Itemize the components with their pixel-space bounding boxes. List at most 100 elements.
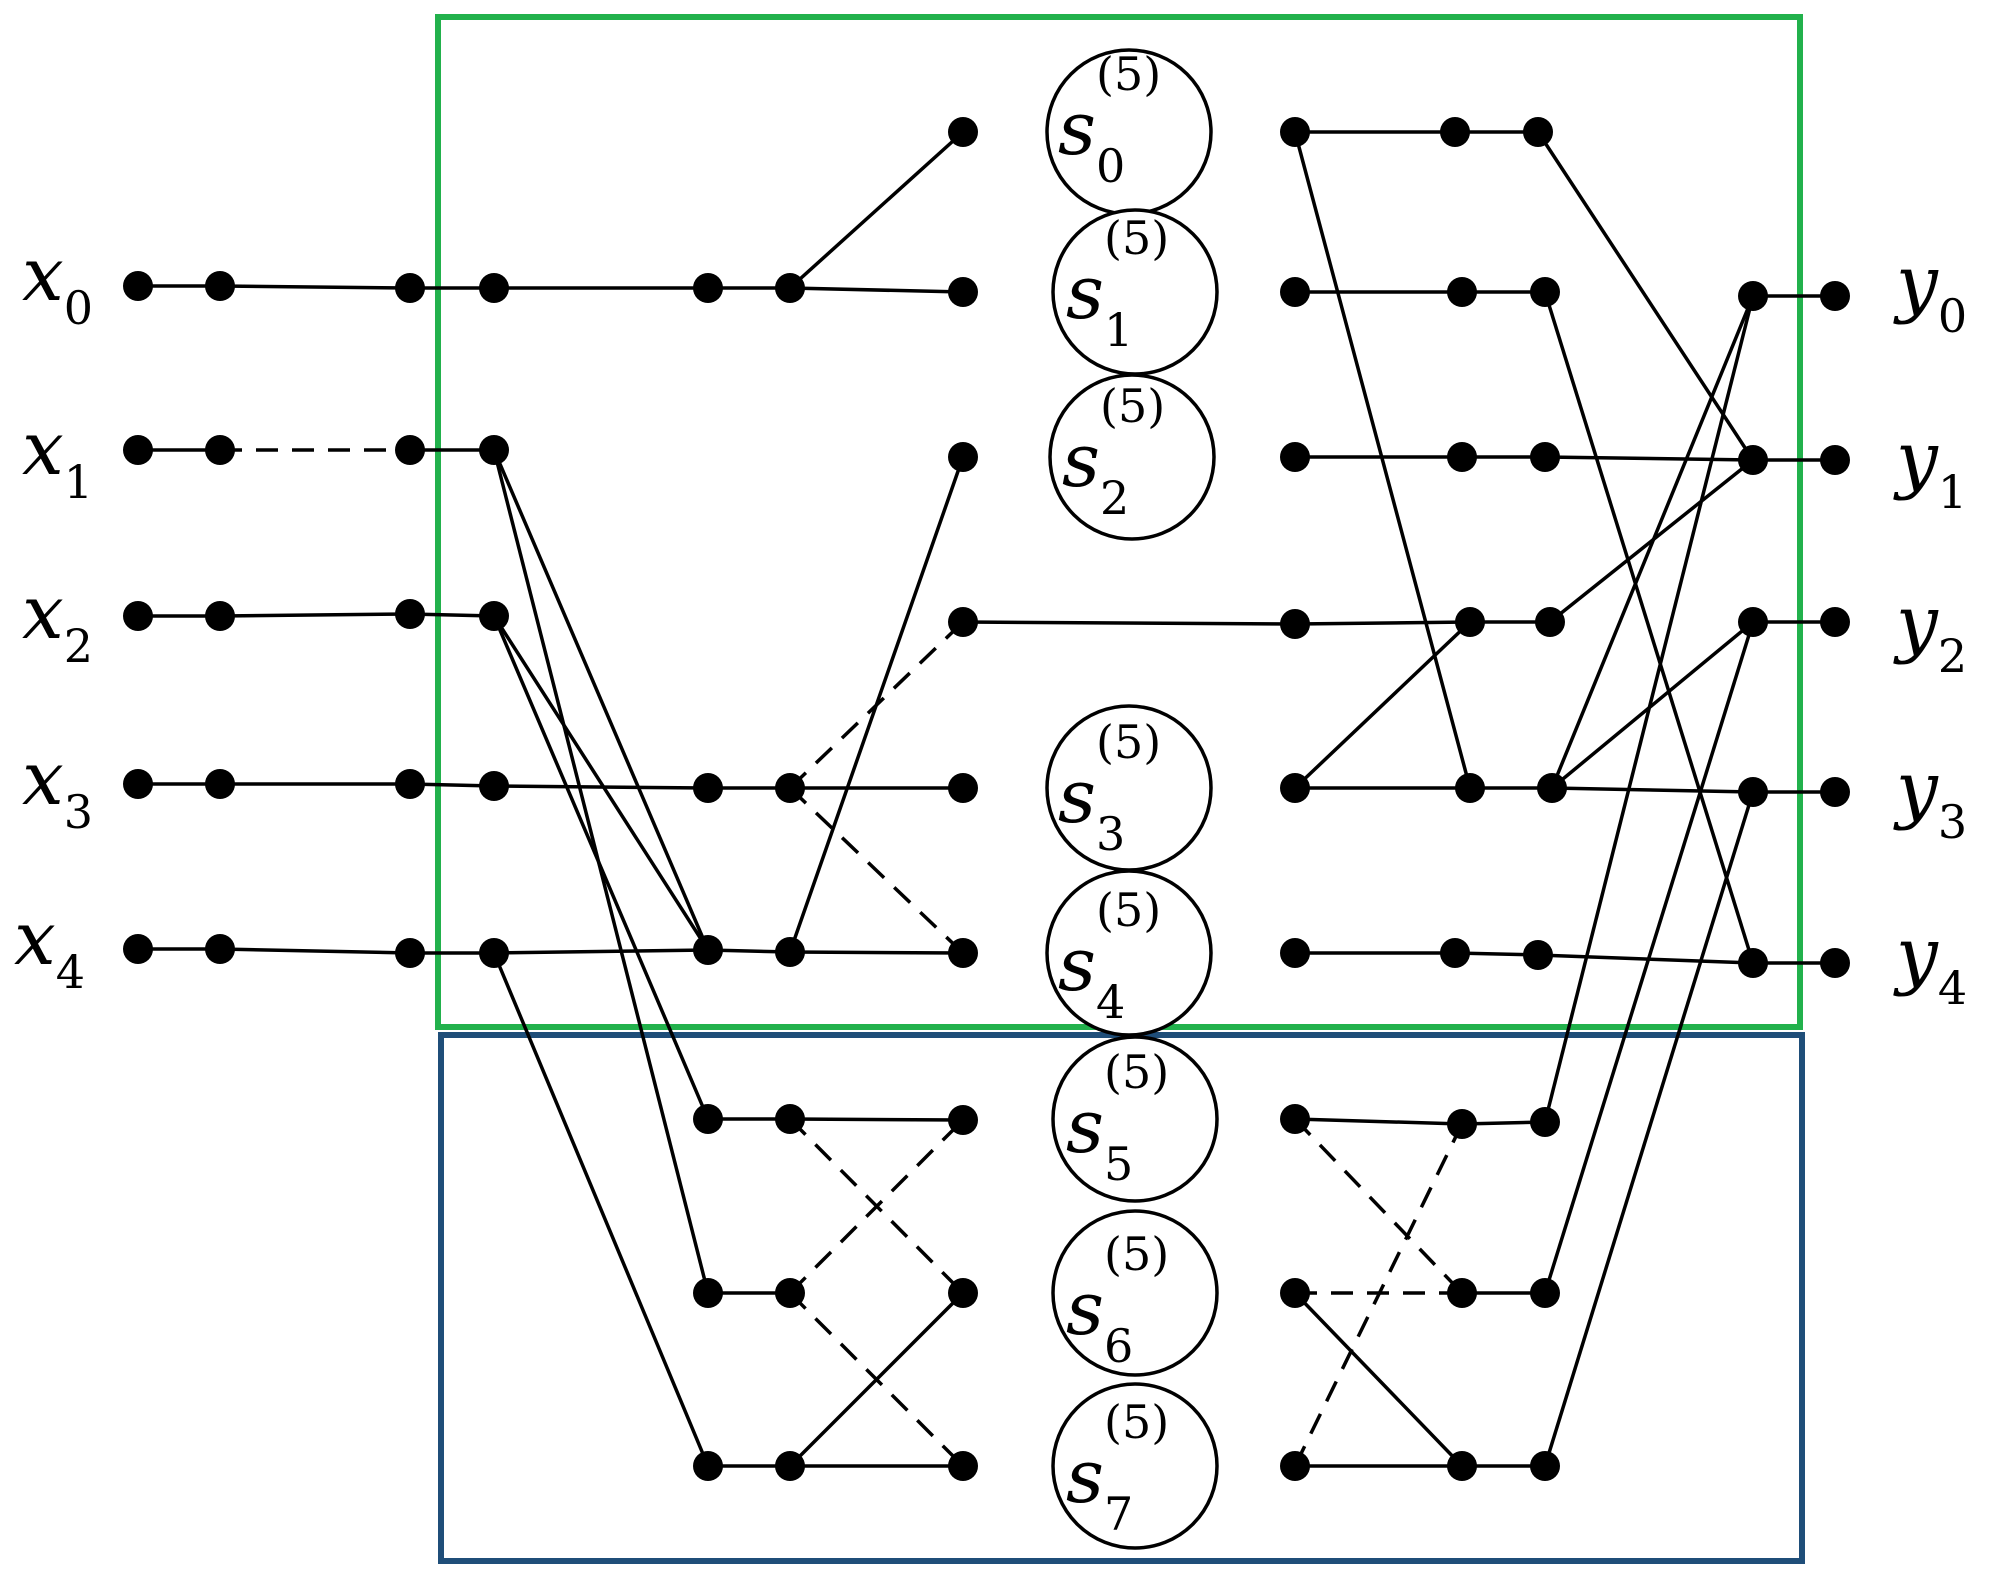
junction-dot [1447,1451,1477,1481]
junction-dot [775,773,805,803]
junction-dot [775,1451,805,1481]
edge-solid [1550,295,1755,789]
junction-dot [123,601,153,631]
switch-label-s3: s3(5) [1058,715,1161,861]
switch-label-s6: s6(5) [1066,1227,1169,1373]
edge-solid [492,615,710,951]
junction-dot [479,938,509,968]
edge-solid [1536,131,1755,461]
edge-solid [493,784,709,790]
junction-dot [948,1278,978,1308]
junction-dot [1523,117,1553,147]
junction-dot [1820,777,1850,807]
junction-dot [1280,609,1310,639]
switch-node-s5 [1051,1035,1219,1203]
junction-dot [948,938,978,968]
edge-solid [789,286,964,294]
edge-solid [1294,620,1471,626]
junction-dot [775,273,805,303]
junction-dot [693,273,723,303]
junction-dot [479,601,509,631]
junction-dot [395,435,425,465]
junction-dot [395,769,425,799]
junction-dot [479,771,509,801]
junction-dot [1455,773,1485,803]
junction-dot [1820,607,1850,637]
junction-dot [1738,777,1768,807]
output-label-y0: y0 [1893,240,1967,343]
junction-dot [205,271,235,301]
junction-dot [1738,281,1768,311]
edge-solid [492,449,710,951]
switch-label-s4: s4(5) [1058,883,1161,1029]
edge-solid [493,948,709,955]
junction-dot [1530,1451,1560,1481]
junction-dot [693,1451,723,1481]
junction-dot [775,1278,805,1308]
junction-dot [1738,445,1768,475]
edge-solid [219,284,411,290]
junction-dot [948,277,978,307]
edge-solid [1544,455,1754,462]
junction-dot [948,117,978,147]
junction-dot [1447,1109,1477,1139]
junction-dot [395,938,425,968]
junction-dot [1523,940,1553,970]
junction-dot [479,435,509,465]
edge-dashed [788,1291,965,1468]
junction-dot [1447,277,1477,307]
junction-dot [1455,607,1485,637]
junction-dot [1280,277,1310,307]
junction-dots [123,117,1850,1481]
junction-dot [1280,1104,1310,1134]
output-label-y1: y1 [1893,416,1967,519]
edge-solid [1551,786,1754,794]
switch-labels: s0(5) s1(5) s2(5) s3(5) s4(5) s5(5) s6(5… [1058,47,1169,1541]
junction-dot [1280,1278,1310,1308]
edge-solid [492,952,710,1467]
junction-dot [1530,1278,1560,1308]
edge-dashed [788,786,965,955]
edge-solid [1537,953,1754,965]
edge-solid [789,1117,964,1122]
junction-dot [1280,773,1310,803]
edge-dashed [1293,1123,1464,1467]
edge-solid [962,620,1296,626]
edge-solid [789,950,964,955]
junction-dot [205,601,235,631]
junction-dot [1738,948,1768,978]
switch-node-s2 [1048,373,1216,541]
edge-solid [219,612,411,618]
switch-label-s0: s0(5) [1058,47,1161,193]
edge-dashed [788,1118,965,1295]
junction-dot [1530,1107,1560,1137]
junction-dot [693,773,723,803]
output-labels: y0 y1 y2 y3 y4 [1893,240,1967,1015]
junction-dot [123,934,153,964]
junction-dot [1530,442,1560,472]
edge-dashed [788,620,965,790]
edge-solid [1543,791,1755,1467]
junction-dot [1447,442,1477,472]
edge-solid [788,130,965,290]
junction-dot [1530,277,1560,307]
junction-dot [775,937,805,967]
edge-solid [492,615,710,1120]
junction-dot [205,435,235,465]
junction-dot [1440,938,1470,968]
input-labels: x0 x1 x2 x3 x4 [14,232,93,999]
input-label-x3: x3 [22,736,93,839]
edge-solid [1543,295,1755,1123]
junction-dot [693,1104,723,1134]
switch-label-s7: s7(5) [1066,1395,1169,1541]
junction-dot [948,1451,978,1481]
junction-dot [1738,607,1768,637]
junction-dot [1447,1278,1477,1308]
junction-dot [948,1105,978,1135]
switch-node-s4 [1045,869,1213,1037]
edge-dashed [1293,1117,1464,1295]
junction-dot [1820,948,1850,978]
edge-solid [1293,1291,1464,1468]
input-label-x2: x2 [22,570,93,673]
input-label-x0: x0 [22,232,93,335]
